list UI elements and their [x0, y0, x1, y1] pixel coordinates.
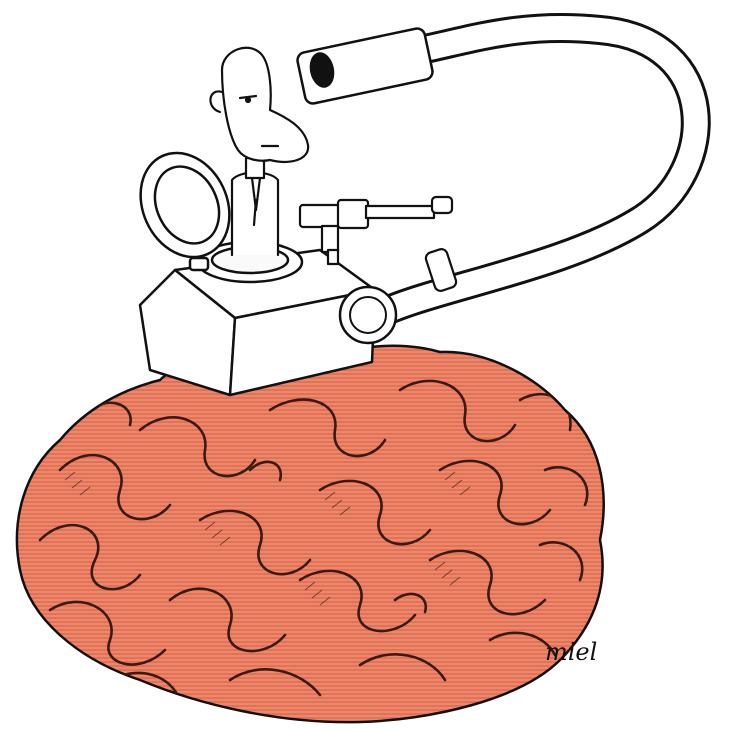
hatch-lid	[139, 151, 231, 272]
mounted-gun	[298, 195, 454, 266]
man-in-turret	[209, 46, 310, 257]
periscope-hose	[296, 13, 711, 345]
artist-signature: miel	[545, 638, 597, 666]
brain	[15, 344, 605, 724]
